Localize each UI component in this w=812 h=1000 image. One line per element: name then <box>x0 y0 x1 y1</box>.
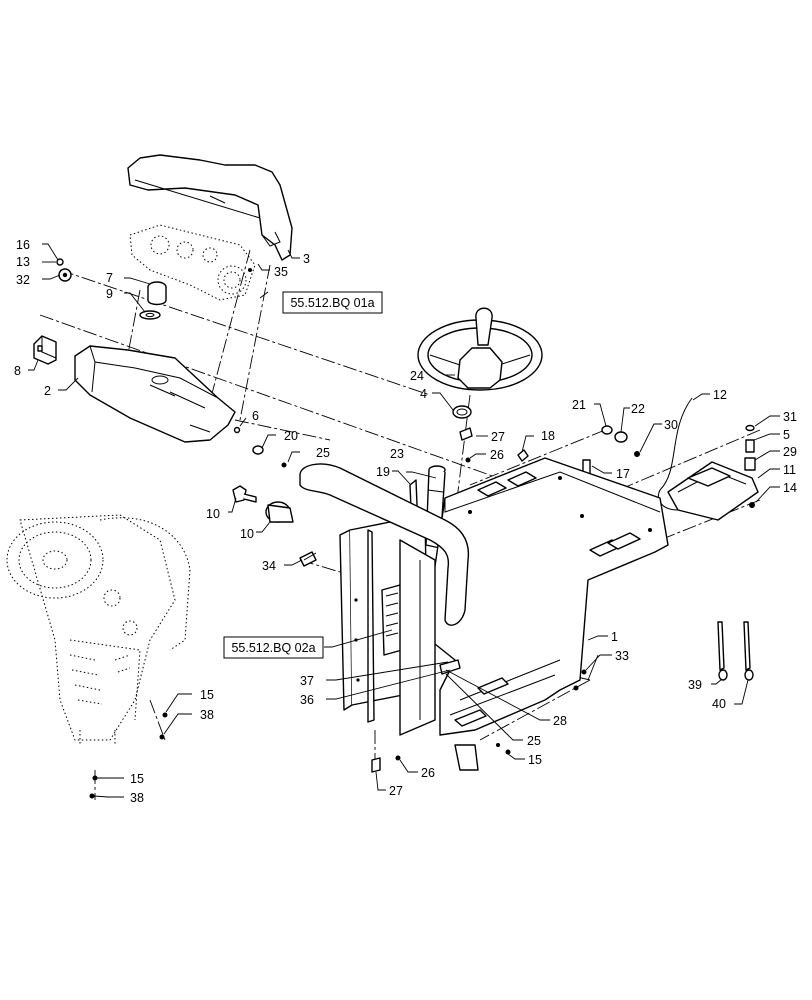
part-39-40-cable-ties <box>717 621 754 681</box>
callout-25b: 25 <box>527 734 541 748</box>
callout-27b: 27 <box>389 784 403 798</box>
callout-3: 3 <box>303 252 310 266</box>
control-cluster-gauges <box>129 224 256 301</box>
part-2-console-housing <box>74 345 236 443</box>
callout-10a: 10 <box>206 507 220 521</box>
part-1-main-frame <box>429 457 669 736</box>
callout-2: 2 <box>44 384 51 398</box>
part-34-screw <box>299 551 317 567</box>
callout-25a: 25 <box>316 446 330 460</box>
callout-4: 4 <box>420 387 427 401</box>
callout-32: 32 <box>16 273 30 287</box>
part-4-27-bushing <box>452 405 473 441</box>
part-16-13-32-hardware <box>56 258 72 282</box>
ghost-steering-console <box>6 514 191 745</box>
callout-8: 8 <box>14 364 21 378</box>
callout-labels: 3 35 16 13 32 7 9 8 2 6 20 25 10 10 34 2… <box>14 238 797 805</box>
callout-15a: 15 <box>528 753 542 767</box>
callout-35: 35 <box>274 265 288 279</box>
callout-10b: 10 <box>240 527 254 541</box>
part-3-top-cover <box>127 154 293 261</box>
callout-26b: 26 <box>421 766 435 780</box>
callout-39: 39 <box>688 678 702 692</box>
callout-1: 1 <box>611 630 618 644</box>
callout-19: 19 <box>376 465 390 479</box>
callout-33: 33 <box>615 649 629 663</box>
callout-40: 40 <box>712 697 726 711</box>
callout-9: 9 <box>106 287 113 301</box>
callout-31: 31 <box>783 410 797 424</box>
reference-box-upper[interactable]: 55.512.BQ 01a <box>282 291 383 314</box>
callout-18: 18 <box>541 429 555 443</box>
callout-13: 13 <box>16 255 30 269</box>
part-8-connector <box>33 335 57 365</box>
callout-12: 12 <box>713 388 727 402</box>
svg-text:55.512.BQ 02a: 55.512.BQ 02a <box>231 641 315 655</box>
callout-37: 37 <box>300 674 314 688</box>
part-28-grab-handle <box>299 463 470 736</box>
callout-11: 11 <box>783 463 796 477</box>
callout-20: 20 <box>284 429 298 443</box>
callout-16: 16 <box>16 238 30 252</box>
part-11-module <box>667 424 759 521</box>
callout-29: 29 <box>783 445 797 459</box>
callout-5: 5 <box>783 428 790 442</box>
callout-23: 23 <box>390 447 404 461</box>
part-12-cable <box>657 397 693 511</box>
callout-27a: 27 <box>491 430 505 444</box>
callout-38a: 38 <box>200 708 214 722</box>
callout-24: 24 <box>410 369 424 383</box>
callout-26a: 26 <box>490 448 504 462</box>
callout-14: 14 <box>783 481 797 495</box>
callout-7: 7 <box>106 271 113 285</box>
callout-15b: 15 <box>200 688 214 702</box>
part-6-20-25-fasteners <box>233 426 287 468</box>
part-26-bolt-upper <box>465 457 471 463</box>
svg-text:55.512.BQ 01a: 55.512.BQ 01a <box>290 296 374 310</box>
callout-15c: 15 <box>130 772 144 786</box>
callout-28: 28 <box>553 714 567 728</box>
callout-6: 6 <box>252 409 259 423</box>
part-7-9-switch <box>139 281 167 320</box>
callout-22: 22 <box>631 402 645 416</box>
part-24-steering-wheel <box>417 307 543 391</box>
part-10-key-switch <box>232 485 294 523</box>
callout-36: 36 <box>300 693 314 707</box>
leader-lines <box>28 243 780 798</box>
lower-hardware <box>89 712 511 799</box>
reference-box-lower[interactable]: 55.512.BQ 02a <box>223 636 324 659</box>
callout-38b: 38 <box>130 791 144 805</box>
callout-30: 30 <box>664 418 678 432</box>
callout-21: 21 <box>572 398 586 412</box>
callout-17: 17 <box>616 467 630 481</box>
callout-34: 34 <box>262 559 276 573</box>
